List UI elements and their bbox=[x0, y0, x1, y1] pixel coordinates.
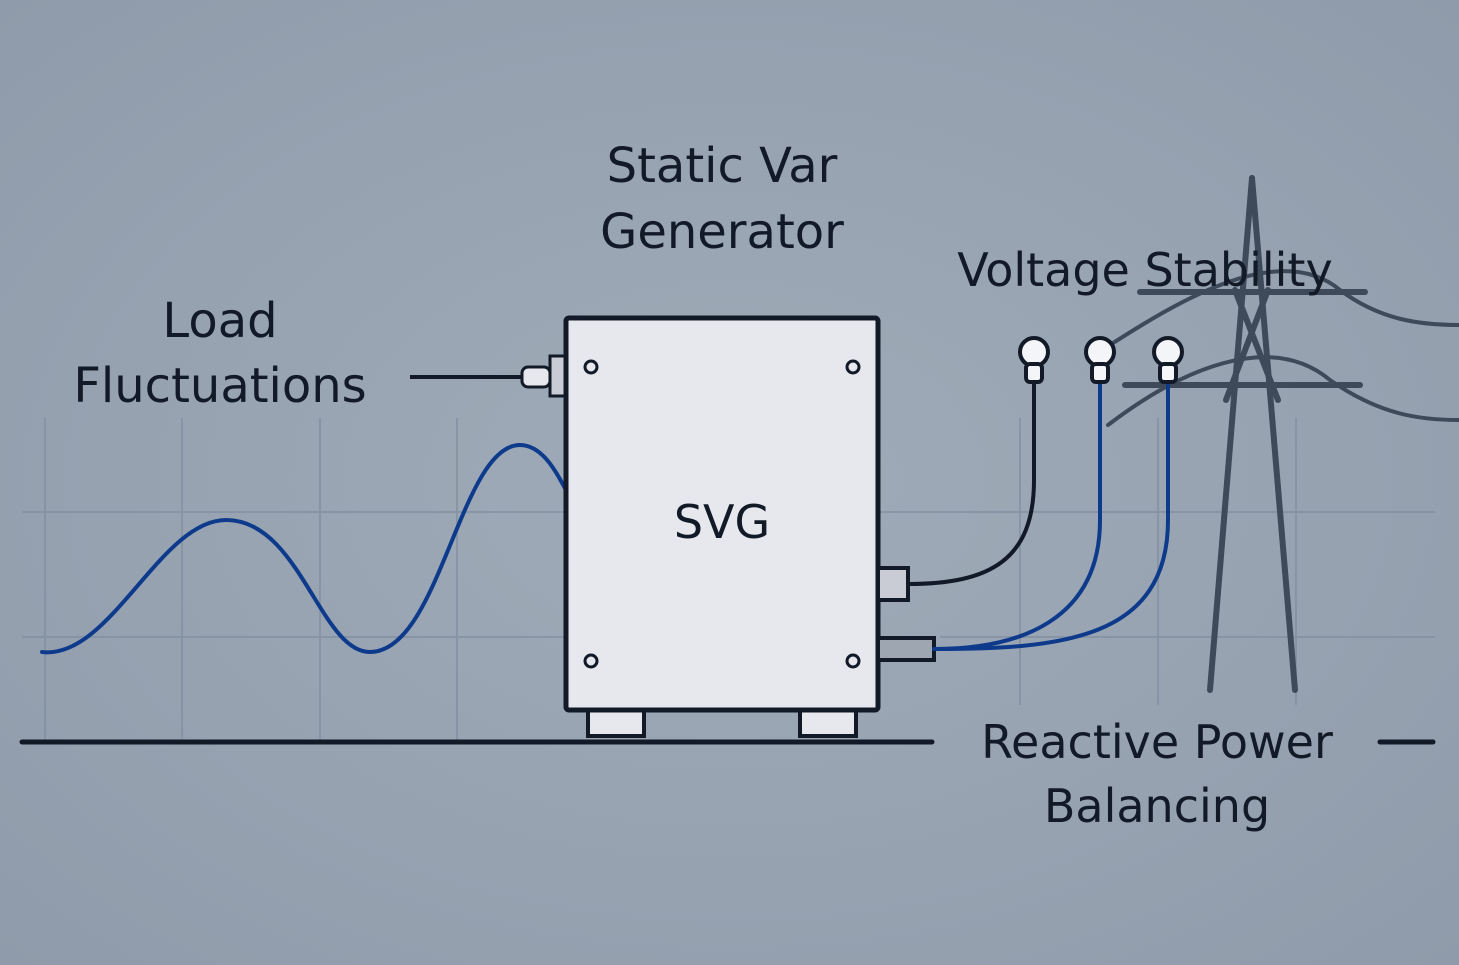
load-fluctuation-wave bbox=[40, 442, 568, 655]
output-cables bbox=[906, 370, 1170, 651]
left-label-line-1: Load bbox=[162, 293, 277, 349]
device-feet bbox=[586, 706, 858, 738]
svg-device-box bbox=[563, 315, 881, 713]
input-connector bbox=[410, 354, 567, 398]
voltage-stability-label: Voltage Stability bbox=[957, 243, 1332, 297]
output-ports bbox=[876, 566, 936, 662]
reactive-power-label-line-1: Reactive Power bbox=[981, 715, 1333, 769]
insulator-icons bbox=[1018, 336, 1184, 384]
device-screws bbox=[583, 359, 861, 669]
device-label: SVG bbox=[674, 495, 770, 549]
left-label-line-2: Fluctuations bbox=[73, 358, 366, 414]
reactive-power-label-line-2: Balancing bbox=[1044, 779, 1270, 833]
transmission-tower-icon bbox=[1106, 175, 1459, 693]
title-line-1: Static Var bbox=[607, 138, 838, 194]
title-line-2: Generator bbox=[600, 204, 844, 260]
